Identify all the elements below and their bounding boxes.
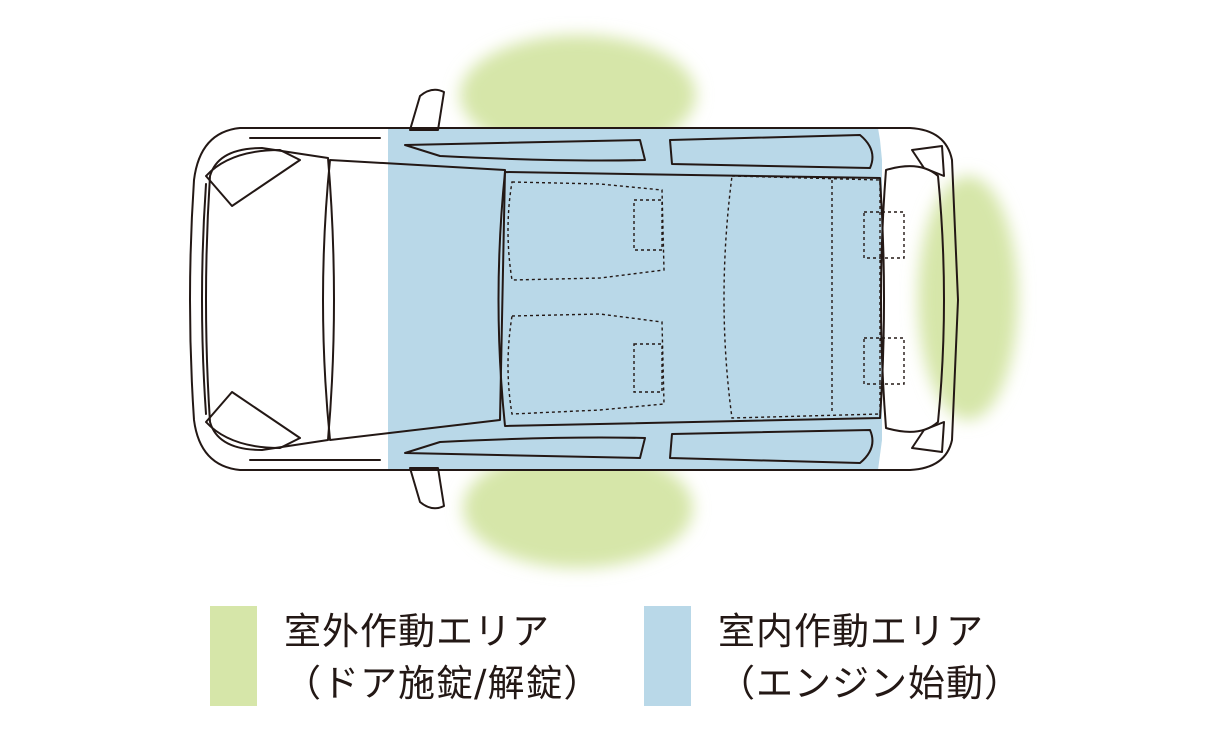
headlight-left [205,149,301,207]
headrest-rear-right [863,337,905,385]
car-outline [189,88,959,510]
exterior-zone-passenger-side [463,448,693,568]
legend-interior-line1: 室内作動エリア [718,610,984,653]
legend-interior-line2: （エンジン始動） [718,662,1022,705]
exterior-zone-rear [918,176,1018,420]
door-bottom-rear [669,429,874,464]
legend-label-exterior: 室外作動エリア （ドア施錠/解錠） [284,606,601,710]
seats [507,175,905,419]
seat-front-left [507,181,665,281]
door-top-front [404,139,646,162]
interior-zone [388,128,882,470]
legend-exterior-line2: （ドア施錠/解錠） [284,662,602,705]
hood [205,147,335,451]
seat-front-right [507,313,665,415]
legend-interior: 室内作動エリア （エンジン始動） [644,606,1022,710]
headlight-right [205,391,301,449]
rear-hatch [880,165,945,433]
legend-exterior: 室外作動エリア （ドア施錠/解錠） [210,606,601,710]
mirror-bottom [409,467,445,510]
legend-label-interior: 室内作動エリア （エンジン始動） [718,606,1022,710]
car-body [189,127,959,471]
car-top-view-diagram [189,35,1018,568]
windshield [322,159,506,441]
legend-exterior-line1: 室外作動エリア [284,610,550,653]
exterior-zone-driver-side [460,35,696,155]
headrest-rear-left [863,211,905,259]
headrest-front-right [633,343,663,393]
roof [497,171,885,427]
rear-lamp-top [911,145,945,177]
headrest-front-left [633,199,663,251]
door-bottom-front [404,436,646,459]
legend-swatch-exterior [210,606,257,706]
car-body-inner-line [201,137,381,461]
mirror-top [409,88,445,131]
rear-bench [723,175,881,419]
door-top-rear [669,134,874,169]
legend-swatch-interior [644,606,691,706]
rear-lamp-bottom [911,421,945,453]
